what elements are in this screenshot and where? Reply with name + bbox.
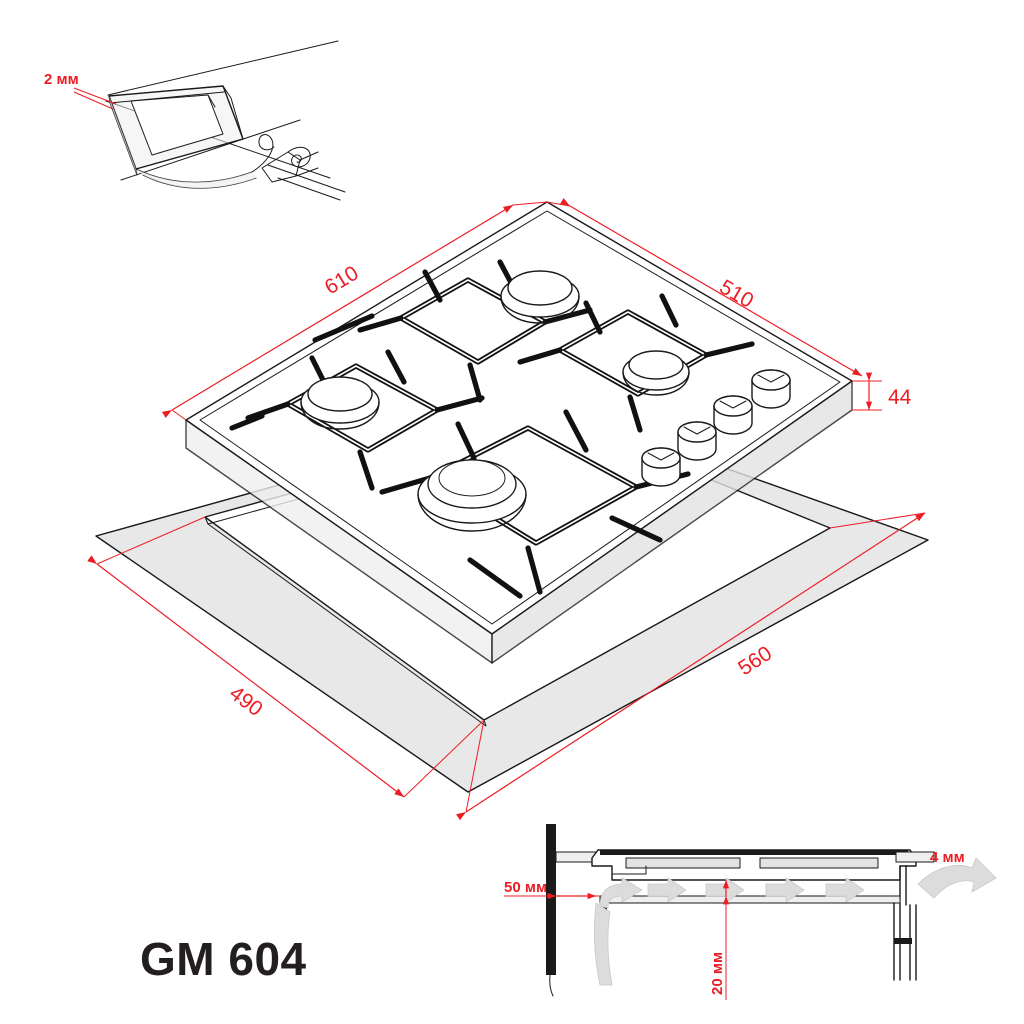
main-dimensions-group: 610 510 44 490 560 [87,198,926,821]
burner-front-left [300,376,380,430]
burner-rear-right [622,350,690,396]
dim-label-610: 610 [321,262,363,300]
burner-rear-left [500,270,580,324]
knob-3[interactable] [677,421,717,461]
dim-label-50mm: 50 мм [504,879,547,896]
edge-seal-detail-group: 2 мм [44,40,346,201]
dim-label-4mm: 4 мм [930,849,965,866]
installation-cross-section-group: 50 мм 20 мм 4 мм [504,824,997,1000]
dim-label-2mm: 2 мм [44,71,79,88]
knob-4[interactable] [641,447,681,487]
knob-1[interactable] [751,369,791,409]
burner-front-right-wok [417,459,527,532]
dim-label-44: 44 [888,386,912,409]
dim-label-20mm: 20 мм [709,952,726,995]
dim-label-560: 560 [734,642,776,680]
model-label: GM 604 [140,933,307,985]
knob-2[interactable] [713,395,753,435]
